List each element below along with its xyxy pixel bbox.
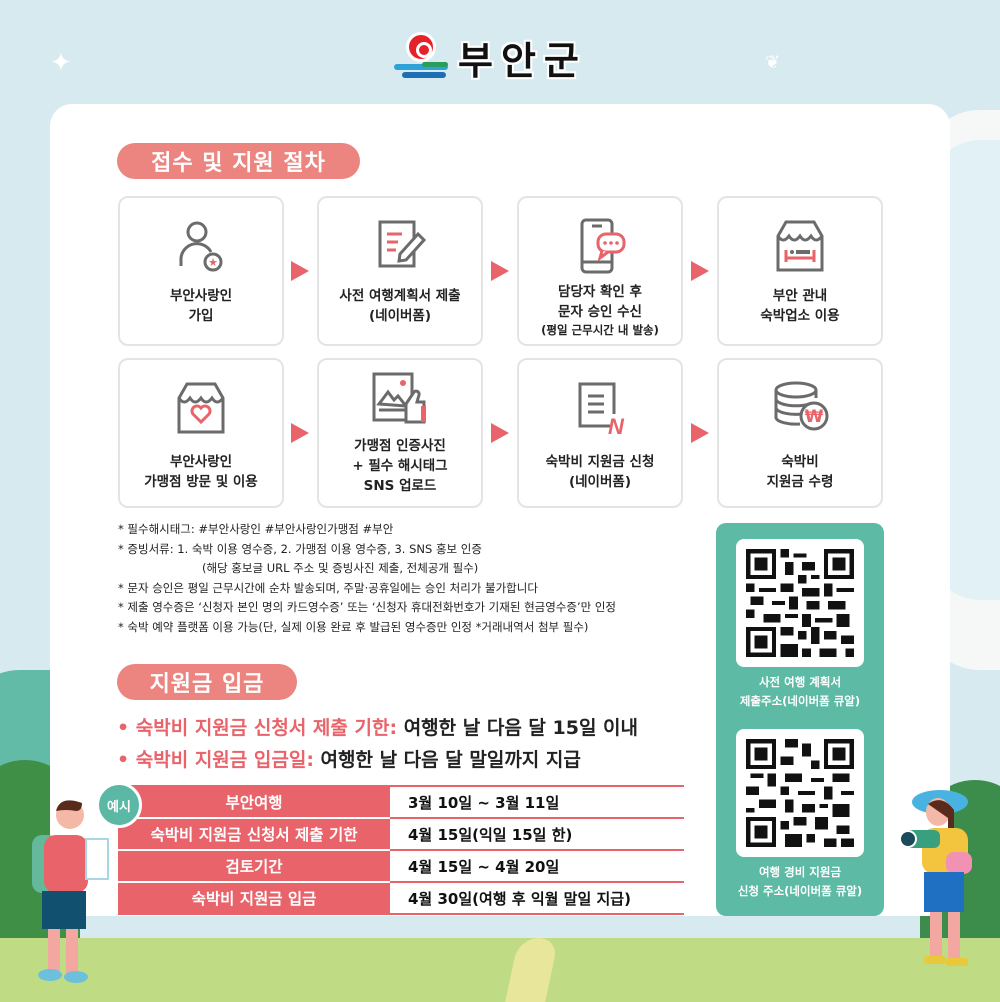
- arrow-right-icon: [691, 261, 709, 281]
- step-card-4: 부안 관내 숙박업소 이용: [717, 196, 883, 346]
- table-row: 부안여행 3월 10일 ~ 3월 11일: [118, 785, 684, 819]
- svg-text:★: ★: [208, 256, 218, 269]
- step-card-3: 담당자 확인 후 문자 승인 수신 (평일 근무시간 내 발송): [517, 196, 683, 346]
- bullet-item: • 숙박비 지원금 신청서 제출 기한: 여행한 날 다음 달 15일 이내: [117, 717, 639, 739]
- qr-code-plan-submission[interactable]: [736, 539, 864, 667]
- qr-code-expense-application[interactable]: [736, 729, 864, 857]
- deposit-heading: 지원금 입금: [117, 664, 297, 700]
- arrow-right-icon: [291, 261, 309, 281]
- traveler-boy-illustration: [32, 800, 109, 983]
- qr-code-icon: [746, 549, 854, 657]
- step-card-1: ★ 부안사랑인 가입: [118, 196, 284, 346]
- arrow-right-icon: [691, 423, 709, 443]
- procedure-heading: 접수 및 지원 절차: [117, 143, 360, 179]
- document-n-icon: N: [578, 382, 625, 438]
- coins-won-icon: ₩: [774, 381, 829, 431]
- traveler-girl-camera-illustration: [900, 790, 972, 966]
- arrow-right-icon: [491, 261, 509, 281]
- background-grass: [0, 938, 1000, 1002]
- qr-code-icon: [746, 739, 854, 847]
- note-item: * 숙박 예약 플랫폼 이용 가능(단, 실제 이용 완료 후 발급된 영수증만…: [118, 619, 589, 634]
- svg-text:₩: ₩: [805, 407, 824, 427]
- arrow-right-icon: [291, 423, 309, 443]
- note-item: * 제출 영수증은 ‘신청자 본인 명의 카드영수증’ 또는 ‘신청자 휴대전화…: [118, 600, 617, 614]
- bird-icon: ❦: [765, 52, 781, 73]
- document-edit-icon: [378, 220, 427, 268]
- photo-thumbsup-icon: [372, 372, 426, 424]
- bullet-item: • 숙박비 지원금 입금일: 여행한 날 다음 달 말일까지 지급: [117, 749, 581, 771]
- svg-text:N: N: [608, 414, 625, 438]
- step-label: 부안사랑인 가입: [169, 288, 233, 324]
- store-heart-icon: [177, 382, 225, 434]
- note-item: * 증빙서류: 1. 숙박 이용 영수증, 2. 가맹점 이용 영수증, 3. …: [118, 541, 482, 556]
- table-row: 검토기간 4월 15일 ~ 4월 20일: [118, 850, 684, 883]
- table-row: 숙박비 지원금 입금 4월 30일(여행 후 익월 말일 지급): [118, 882, 684, 915]
- example-table: 부안여행 3월 10일 ~ 3월 11일 숙박비 지원금 신청서 제출 기한 4…: [118, 785, 684, 915]
- user-star-icon: ★: [179, 221, 223, 272]
- note-item: (해당 홍보글 URL 주소 및 증빙사진 제출, 전체공개 필수): [202, 561, 479, 575]
- bullet-dot-icon: •: [117, 749, 136, 771]
- step-card-8: ₩ 숙박비 지원금 수령: [717, 358, 883, 508]
- lodging-bed-icon: [776, 220, 824, 272]
- note-item: * 필수해시태그: #부안사랑인 #부안사랑인가맹점 #부안: [118, 522, 394, 536]
- qr-panel: 사전 여행 계획서 제출주소(네이버폼 큐알) 여행 경비 지원금 신청 주소(…: [716, 523, 884, 916]
- qr-caption-1: 사전 여행 계획서 제출주소(네이버폼 큐알): [739, 675, 861, 708]
- step-card-6: 가맹점 인증사진 + 필수 해시태그 SNS 업로드: [317, 358, 483, 508]
- qr-caption-2: 여행 경비 지원금 신청 주소(네이버폼 큐알): [737, 865, 863, 898]
- step-card-7: N 숙박비 지원금 신청 (네이버폼): [517, 358, 683, 508]
- buan-county-logo: 부안군: [392, 30, 587, 85]
- logo-text: 부안군: [458, 39, 587, 83]
- sparkle-icon: ✦: [50, 48, 72, 78]
- logo-emblem-icon: [392, 31, 450, 84]
- phone-message-icon: [580, 218, 626, 274]
- table-row: 숙박비 지원금 신청서 제출 기한 4월 15일(익일 15일 한): [118, 818, 684, 851]
- arrow-right-icon: [491, 423, 509, 443]
- example-badge: 예시: [96, 782, 142, 828]
- step-card-2: 사전 여행계획서 제출 (네이버폼): [317, 196, 483, 346]
- note-item: * 문자 승인은 평일 근무시간에 순차 발송되며, 주말·공휴일에는 승인 처…: [118, 580, 538, 595]
- notes-list: * 필수해시태그: #부안사랑인 #부안사랑인가맹점 #부안 * 증빙서류: 1…: [118, 520, 616, 637]
- bullet-dot-icon: •: [117, 717, 136, 739]
- step-card-5: 부안사랑인 가맹점 방문 및 이용: [118, 358, 284, 508]
- deposit-bullets: • 숙박비 지원금 신청서 제출 기한: 여행한 날 다음 달 15일 이내 •…: [117, 712, 638, 776]
